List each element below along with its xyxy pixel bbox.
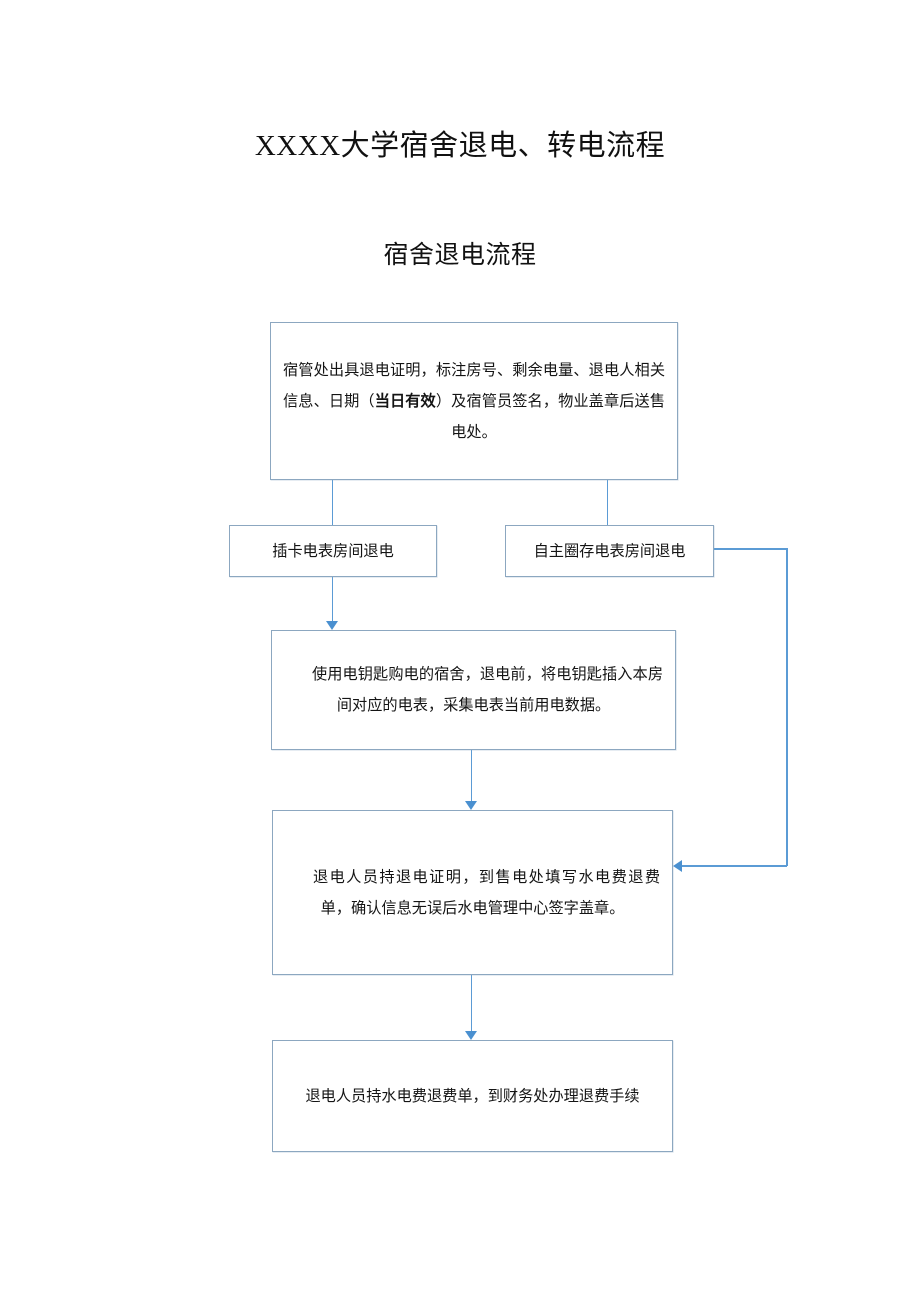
connector-self-meter-loop-bottom [682,865,787,867]
connector-notice-to-self-meter [606,480,609,525]
arrowhead-down-icon [465,1031,477,1040]
arrowhead-down-icon [465,801,477,810]
connector-refund-form-to-finance [470,975,473,1034]
flow-node-notice: 宿管处出具退电证明，标注房号、剩余电量、退电人相关信息、日期（当日有效）及宿管员… [270,322,678,480]
connector-self-meter-loop-top [714,548,788,550]
flow-node-card-meter-text: 插卡电表房间退电 [272,542,394,560]
flow-node-self-meter: 自主圈存电表房间退电 [505,525,714,577]
connector-self-meter-loop-side [786,548,788,867]
flow-node-card-meter: 插卡电表房间退电 [229,525,437,577]
flow-node-key-collect: 使用电钥匙购电的宿舍，退电前，将电钥匙插入本房间对应的电表，采集电表当前用电数据… [271,630,676,750]
connector-key-collect-to-refund-form [470,750,473,804]
connector-notice-to-card-meter [331,480,334,525]
flow-node-self-meter-text: 自主圈存电表房间退电 [533,542,686,560]
flow-node-refund-form-text: 退电人员持退电证明，到售电处填写水电费退费单，确认信息无误后水电管理中心签字盖章… [313,868,660,917]
notice-text-emphasis: 当日有效 [374,392,436,410]
connector-card-meter-to-key-collect [331,577,334,624]
notice-text-part-2: ）及宿管员签名，物业盖章后送售电处。 [435,392,666,441]
arrowhead-left-icon [673,860,682,872]
flow-node-refund-form: 退电人员持退电证明，到售电处填写水电费退费单，确认信息无误后水电管理中心签字盖章… [272,810,673,975]
flow-node-finance: 退电人员持水电费退费单，到财务处办理退费手续 [272,1040,673,1152]
arrowhead-down-icon [326,621,338,630]
section-subtitle: 宿舍退电流程 [383,241,537,269]
flow-node-finance-text: 退电人员持水电费退费单，到财务处办理退费手续 [305,1087,640,1105]
flow-node-key-collect-text: 使用电钥匙购电的宿舍，退电前，将电钥匙插入本房间对应的电表，采集电表当前用电数据… [312,666,663,714]
notice-text-part-1: 宿管处出具退电证明，标注房号、剩余电量、退电人相关信息、日期（ [283,361,665,410]
page-title: XXXX大学宿舍退电、转电流程 [254,130,666,162]
flow-node-notice-text: 宿管处出具退电证明，标注房号、剩余电量、退电人相关信息、日期（当日有效）及宿管员… [271,355,677,448]
